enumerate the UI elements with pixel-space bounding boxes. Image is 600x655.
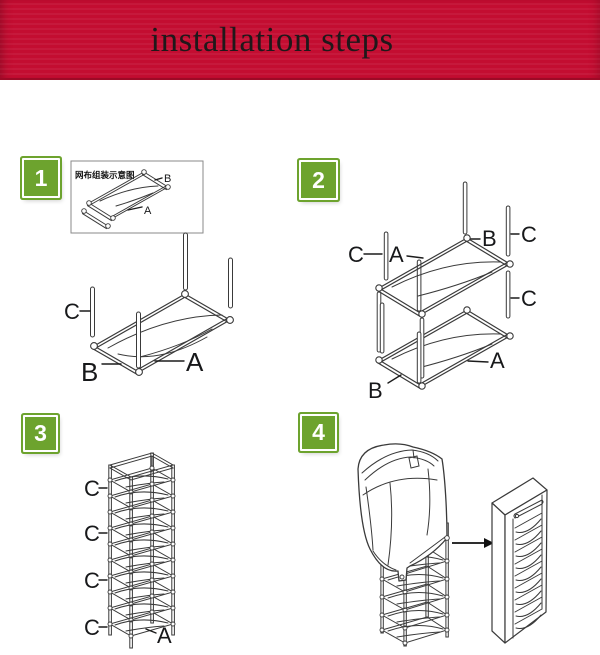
corner-connectors: [90, 290, 234, 376]
fabric-cover: [357, 443, 450, 582]
part-label-c: C: [84, 568, 100, 593]
part-label-b: B: [368, 378, 383, 400]
step-3-diagram: C C C C A: [84, 452, 176, 649]
step-3-number: 3: [34, 420, 47, 446]
shelf-assembly: C A B: [64, 232, 234, 387]
part-label-b: B: [81, 357, 98, 387]
arrow-icon: [452, 538, 494, 548]
part-label-a: A: [389, 242, 404, 267]
leader-line: [467, 360, 489, 363]
pole: [90, 232, 233, 369]
part-label-c: C: [521, 222, 537, 247]
step-4-diagram: [357, 443, 548, 647]
part-label-a: A: [144, 205, 152, 217]
part-label-c: C: [521, 286, 537, 311]
shelf-frame: [91, 293, 231, 376]
step-4-badge: 4: [300, 414, 337, 451]
leader-line: [387, 374, 402, 384]
step-2-number: 2: [312, 166, 325, 193]
inset-shelf-frame: [81, 171, 169, 230]
covered-cabinet: [491, 477, 548, 644]
part-label-c: C: [84, 476, 100, 501]
step-2-badge: 2: [299, 160, 338, 200]
part-label-c: C: [348, 242, 364, 267]
step-3-badge: 3: [23, 415, 58, 452]
part-label-a: A: [157, 623, 172, 648]
step-1-diagram: 网布组装示意图 B A: [64, 160, 234, 387]
part-label-c: C: [84, 521, 100, 546]
part-label-c: C: [84, 615, 100, 640]
leader-line: [145, 628, 157, 634]
leader-line: [154, 177, 163, 181]
part-label-b: B: [164, 173, 171, 185]
leader-line: [127, 206, 143, 211]
part-label-c: C: [64, 299, 80, 324]
part-label-a: A: [490, 348, 505, 373]
part-label-b: B: [482, 226, 497, 251]
page-title: installation steps: [150, 20, 394, 59]
header-banner: installation steps: [0, 0, 600, 80]
step-1-badge: 1: [22, 158, 60, 198]
step-2-diagram: C A B C C A B: [348, 181, 537, 400]
step-1-number: 1: [34, 164, 48, 191]
inset-caption: 网布组装示意图: [75, 170, 135, 180]
leader-line: [406, 255, 424, 259]
step-4-number: 4: [312, 419, 325, 445]
inset-connectors: [81, 169, 171, 229]
part-label-a: A: [186, 347, 204, 377]
pole: [376, 181, 511, 384]
inset-diagram: 网布组装示意图 B A: [70, 160, 204, 234]
